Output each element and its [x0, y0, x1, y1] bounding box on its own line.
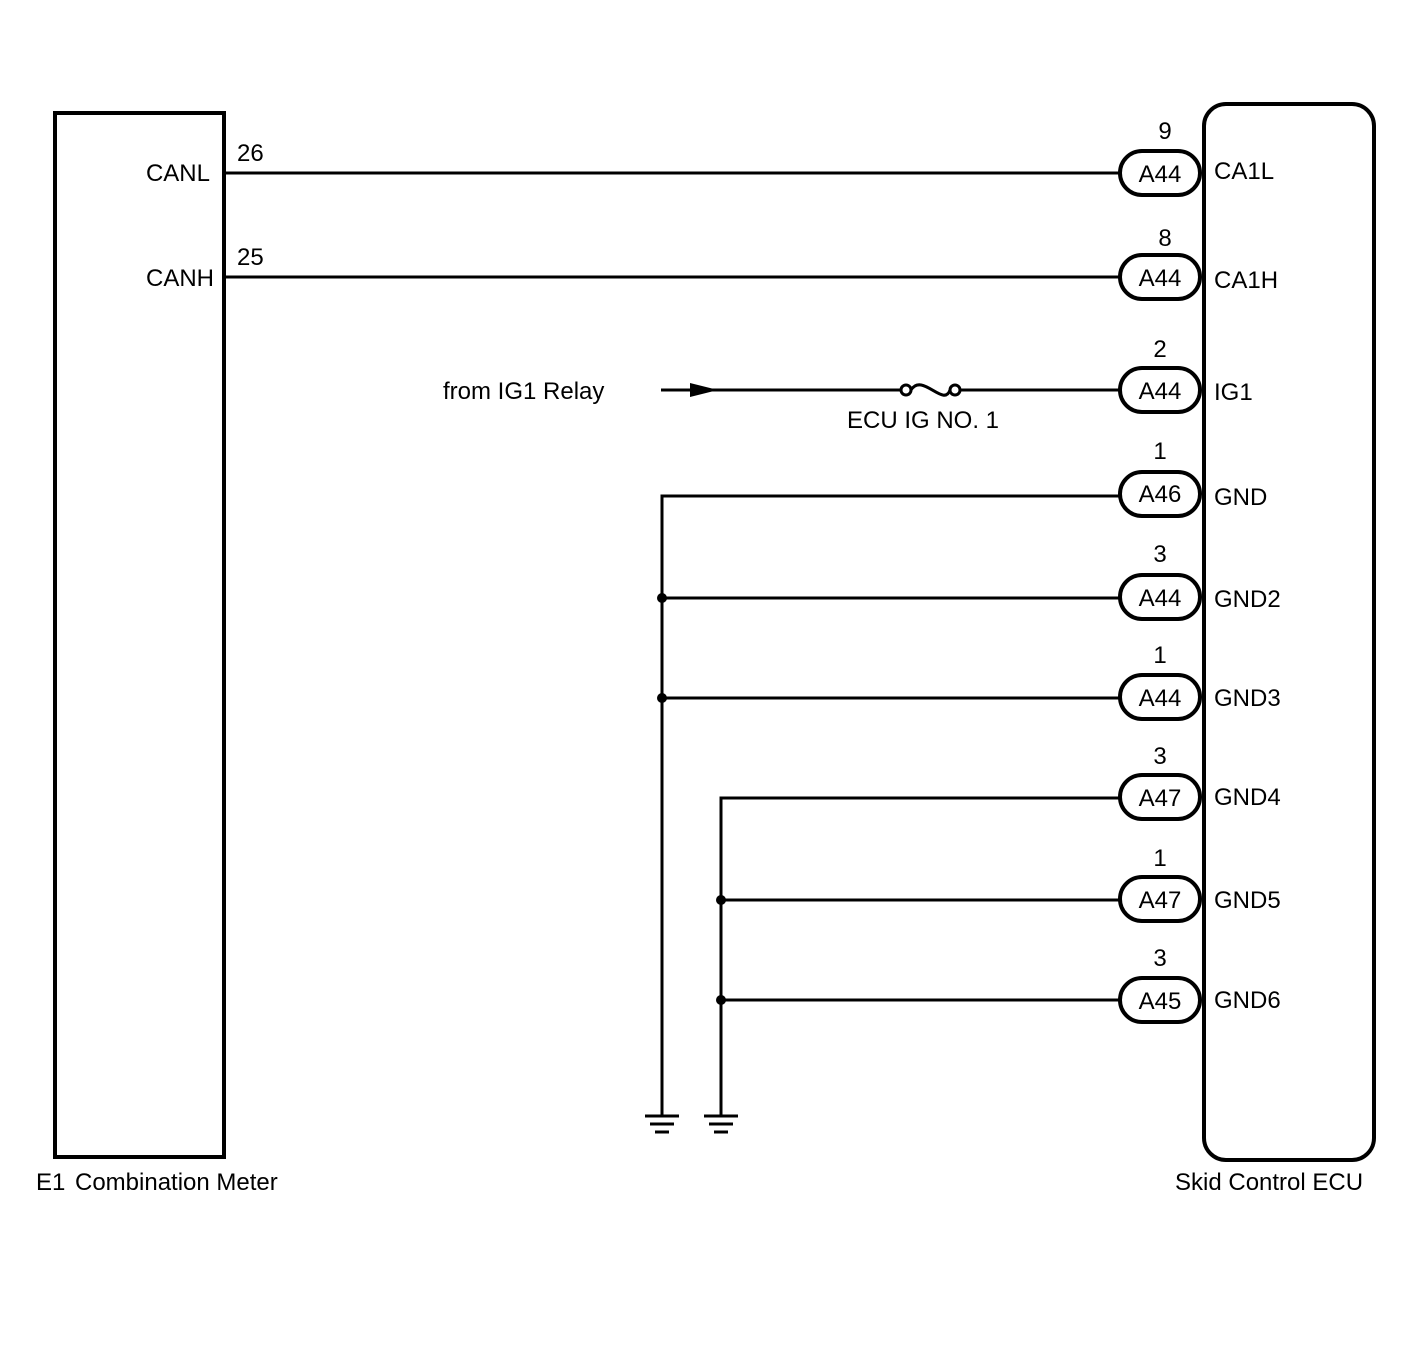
- connector-pill: [1118, 149, 1202, 197]
- terminal-canl-pin: 26: [237, 140, 264, 167]
- ecu-terminal-label: GND5: [1214, 887, 1281, 914]
- ecu-terminal-row-gnd4: A47 3 GND4: [1118, 743, 1281, 821]
- skid-control-ecu-name: Skid Control ECU: [1175, 1169, 1363, 1196]
- pin-number: 1: [1153, 438, 1166, 465]
- ecu-terminal-label: GND: [1214, 484, 1267, 511]
- connector-label: A45: [1139, 988, 1182, 1015]
- connector-label: A47: [1139, 887, 1182, 914]
- ecu-terminal-row-gnd6: A45 3 GND6: [1118, 945, 1281, 1024]
- connector-label: A47: [1139, 785, 1182, 812]
- arrow-icon: [690, 383, 718, 397]
- wire-gnd: [660, 494, 1120, 1115]
- ecu-terminal-row-gnd5: A47 1 GND5: [1118, 845, 1281, 923]
- ecu-terminal-label: GND2: [1214, 586, 1281, 613]
- ground-icon: [704, 1114, 738, 1134]
- junction-dot: [716, 895, 726, 905]
- junction-dot: [657, 693, 667, 703]
- ecu-terminal-label: CA1L: [1214, 158, 1274, 185]
- pin-number: 1: [1153, 845, 1166, 872]
- ecu-terminal-row-ca1h: A44 8 CA1H: [1118, 225, 1278, 301]
- connector-label: A44: [1139, 265, 1182, 292]
- wire-gnd4: [719, 796, 1120, 1115]
- power-source-label: from IG1 Relay: [443, 378, 604, 405]
- ground-icon: [645, 1114, 679, 1134]
- fuse-terminal-right: [948, 383, 962, 397]
- terminal-canh-label: CANH: [146, 265, 214, 292]
- ecu-terminal-label: CA1H: [1214, 267, 1278, 294]
- connector-label: A46: [1139, 481, 1182, 508]
- pin-number: 3: [1153, 743, 1166, 770]
- connector-pill: [1118, 673, 1202, 721]
- connector-pill: [1118, 253, 1202, 301]
- ecu-terminal-label: GND3: [1214, 685, 1281, 712]
- combination-meter-name: Combination Meter: [75, 1169, 278, 1196]
- ecu-terminal-label: GND6: [1214, 987, 1281, 1014]
- ecu-terminal-label: IG1: [1214, 379, 1253, 406]
- pin-number: 3: [1153, 541, 1166, 568]
- pin-number: 8: [1158, 225, 1171, 252]
- connector-pill: [1118, 976, 1202, 1024]
- connector-pill: [1118, 773, 1202, 821]
- ecu-terminal-row-gnd3: A44 1 GND3: [1118, 642, 1281, 721]
- combination-meter-box: [53, 111, 226, 1159]
- pin-number: 9: [1158, 118, 1171, 145]
- connector-label: A44: [1139, 685, 1182, 712]
- fuse-label: ECU IG NO. 1: [847, 407, 999, 434]
- terminal-canl-label: CANL: [146, 160, 210, 187]
- pin-number: 1: [1153, 642, 1166, 669]
- terminal-canh-pin: 25: [237, 244, 264, 271]
- skid-control-ecu-box: [1202, 102, 1376, 1162]
- ecu-terminal-row-gnd: A46 1 GND: [1118, 438, 1267, 518]
- connector-label: A44: [1139, 378, 1182, 405]
- junction-dot: [657, 593, 667, 603]
- connector-pill: [1118, 366, 1202, 414]
- ecu-terminal-row-ca1l: A44 9 CA1L: [1118, 118, 1274, 197]
- pin-number: 3: [1153, 945, 1166, 972]
- fuse-icon: [909, 383, 952, 397]
- connector-pill: [1118, 470, 1202, 518]
- junction-dot: [716, 995, 726, 1005]
- pin-number: 2: [1153, 336, 1166, 363]
- connector-pill: [1118, 875, 1202, 923]
- fuse-terminal-left: [899, 383, 913, 397]
- ecu-terminal-label: GND4: [1214, 784, 1281, 811]
- ecu-terminal-row-gnd2: A44 3 GND2: [1118, 541, 1281, 621]
- combination-meter-id: E1: [36, 1169, 65, 1196]
- ecu-terminal-row-ig1: A44 2 IG1: [1118, 336, 1253, 414]
- connector-label: A44: [1139, 585, 1182, 612]
- connector-pill: [1118, 573, 1202, 621]
- connector-label: A44: [1139, 161, 1182, 188]
